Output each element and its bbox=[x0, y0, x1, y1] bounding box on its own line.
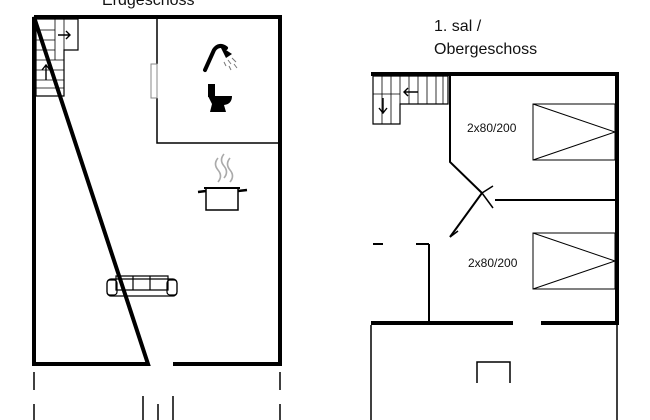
door-swing-lines bbox=[449, 185, 494, 238]
ground-floor-label: Erdgeschoss bbox=[102, 0, 195, 9]
outside-stair-mark bbox=[476, 361, 511, 383]
bathroom-door-frame bbox=[150, 63, 158, 99]
ground-floor-outer-wall bbox=[32, 15, 282, 366]
stairs-icon bbox=[35, 18, 79, 97]
shower-icon bbox=[203, 43, 238, 72]
upper-floor-label-line2: Obergeschoss bbox=[434, 41, 538, 58]
bathroom-wall bbox=[156, 18, 279, 144]
upper-floor-label-line1: 1. sal / bbox=[434, 18, 482, 35]
cooking-pot-icon bbox=[197, 153, 248, 211]
upper-floor-outer-wall bbox=[371, 72, 619, 325]
ground-floor-plan bbox=[32, 15, 282, 420]
bed-bottom bbox=[532, 232, 617, 290]
upper-floor-plan bbox=[370, 72, 619, 420]
upper-floor-outside-lines bbox=[370, 325, 618, 420]
stairs-icon bbox=[372, 75, 449, 125]
sofa-icon bbox=[106, 275, 178, 297]
bed-top bbox=[532, 103, 617, 161]
ground-floor-outside-lines bbox=[33, 372, 281, 420]
toilet-icon bbox=[208, 84, 232, 112]
bed-label-top: 2x80/200 bbox=[467, 121, 517, 135]
bed-label-bottom: 2x80/200 bbox=[468, 256, 518, 270]
bedroom-partitions bbox=[373, 76, 615, 322]
